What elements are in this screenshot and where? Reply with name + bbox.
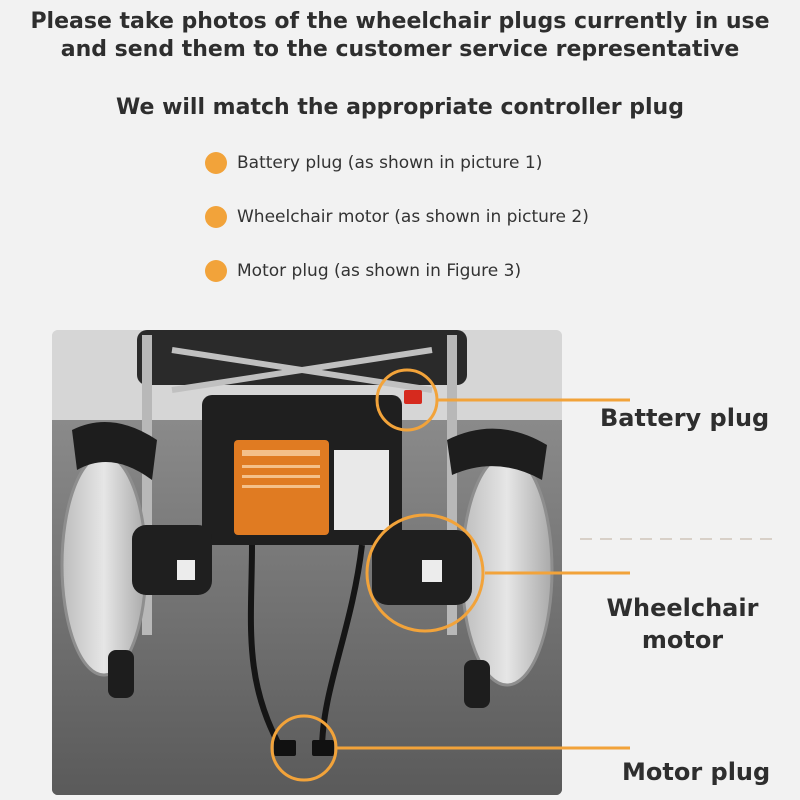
bullet-item-wheelchair-motor: Wheelchair motor (as shown in picture 2) — [205, 206, 589, 228]
instruction-subheading: We will match the appropriate controller… — [116, 95, 684, 120]
bullet-item-battery-plug: Battery plug (as shown in picture 1) — [205, 152, 542, 174]
motor-plug-highlight — [270, 714, 338, 782]
orange-dot-icon — [205, 206, 227, 228]
wheelchair-illustration — [52, 330, 562, 795]
bullet-label: Wheelchair motor (as shown in picture 2) — [237, 207, 589, 227]
instruction-line-1: Please take photos of the wheelchair plu… — [30, 9, 770, 34]
wheelchair-photo — [52, 330, 562, 795]
bullet-label: Battery plug (as shown in picture 1) — [237, 153, 543, 173]
callout-wheelchair-motor-line1: Wheelchair — [606, 594, 759, 622]
bullet-label: Motor plug (as shown in Figure 3) — [237, 261, 522, 281]
battery-plug-highlight — [375, 368, 439, 432]
divider — [580, 538, 780, 540]
bullet-item-motor-plug: Motor plug (as shown in Figure 3) — [205, 260, 521, 282]
orange-dot-icon — [205, 152, 227, 174]
callout-battery-plug: Battery plug — [600, 404, 770, 432]
callout-wheelchair-motor-line2: motor — [641, 626, 724, 654]
instruction-line-2: and send them to the customer service re… — [60, 37, 740, 62]
wheelchair-motor-highlight — [365, 513, 485, 633]
orange-dot-icon — [205, 260, 227, 282]
callout-motor-plug: Motor plug — [622, 758, 771, 786]
callout-circles — [270, 368, 485, 782]
